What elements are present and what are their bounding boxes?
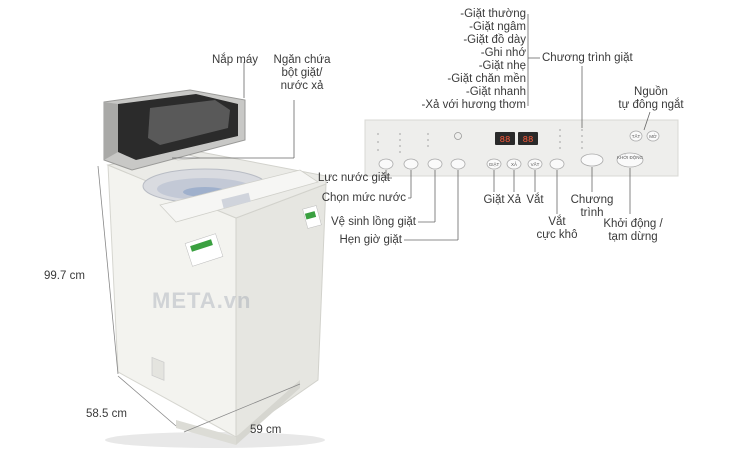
detergent-box-label: Ngăn chứa bột giặt/ nước xả xyxy=(272,54,332,93)
detergent-box-label-line2: bột giặt/ xyxy=(281,67,323,79)
start-pause-line2: tạm dừng xyxy=(608,231,658,243)
start-pause-line1: Khởi động / xyxy=(603,218,663,230)
program-item: -Giặt nhẹ xyxy=(478,60,526,72)
timer-button[interactable] xyxy=(450,158,466,170)
spin-dry-label: Vắt cực khô xyxy=(532,216,582,242)
wash-label: Giặt xyxy=(483,194,505,206)
watermark: META.vn xyxy=(152,288,252,313)
washing-machine xyxy=(105,149,327,448)
power-on-button[interactable] xyxy=(646,130,660,142)
tub-clean-label: Vệ sinh lồng giặt xyxy=(330,216,416,228)
water-force-label: Lực nước giặt xyxy=(317,172,390,184)
program-item: -Xả với hương thơm xyxy=(421,99,526,111)
water-level-label: Chọn mức nước xyxy=(321,192,406,204)
detergent-box-label-line3: nước xả xyxy=(280,80,324,92)
dimension-lines xyxy=(97,165,301,433)
start-pause-label: Khởi động / tạm dừng xyxy=(598,218,668,244)
auto-power-off-label: Nguồn tự đông ngắt xyxy=(606,86,696,112)
spin-button-text: VẮT xyxy=(531,160,540,167)
width-dimension: 59 cm xyxy=(250,424,282,436)
control-panel: 88 88 GIẶT XẢ VẮT KHỞI ĐỘNG TẮT MỞ xyxy=(364,119,679,177)
height-dimension: 99.7 cm xyxy=(44,270,85,282)
program-item: -Giặt đồ dày xyxy=(463,34,526,46)
spin-dry-line1: Vắt xyxy=(548,216,566,228)
depth-dimension: 58.5 cm xyxy=(86,408,127,420)
program-item: -Giặt nhanh xyxy=(465,86,526,98)
power-off-button[interactable] xyxy=(629,130,643,142)
auto-power-off-line2: tự đông ngắt xyxy=(618,99,684,111)
auto-power-off-line1: Nguồn xyxy=(634,86,668,98)
water-level-button[interactable] xyxy=(403,158,419,170)
program-button-line1: Chương xyxy=(570,194,614,206)
callout-lines-machine xyxy=(172,62,295,159)
spin-dry-button[interactable] xyxy=(549,158,565,170)
program-list: -Giặt thường -Giặt ngâm -Giặt đồ dày -Gh… xyxy=(380,8,526,112)
rinse-button-text: XẢ xyxy=(511,161,517,167)
timer-label: Hẹn giờ giặt xyxy=(339,234,402,246)
program-button[interactable] xyxy=(580,153,604,167)
program-item: -Giặt ngâm xyxy=(469,21,526,33)
start-button-text: KHỞI ĐỘNG xyxy=(617,154,644,160)
program-item: -Ghi nhớ xyxy=(480,47,526,59)
program-item: -Giặt thường xyxy=(460,8,526,20)
tub-clean-button[interactable] xyxy=(427,158,443,170)
wash-button-text: GIẶT xyxy=(489,161,500,167)
spin-label: Vắt xyxy=(526,194,544,206)
power-off-text: TẮT xyxy=(632,132,641,139)
program-item: -Giặt chăn mền xyxy=(447,73,526,85)
detergent-box-label-line1: Ngăn chứa xyxy=(273,54,331,66)
rinse-label: Xả xyxy=(506,194,522,206)
power-on-text: MỞ xyxy=(649,133,657,139)
water-force-button[interactable] xyxy=(378,158,394,170)
rinse-button[interactable] xyxy=(506,158,522,170)
display-right: 88 xyxy=(523,135,534,145)
program-button-line2: trình xyxy=(580,207,604,219)
display-left: 88 xyxy=(500,135,511,145)
callout-lines-panel xyxy=(385,14,651,241)
lid-label: Nắp máy xyxy=(212,54,259,66)
program-button-label: Chương trình xyxy=(566,194,618,220)
machine-lid xyxy=(103,89,246,171)
spin-dry-line2: cực khô xyxy=(536,229,578,241)
start-pause-button[interactable] xyxy=(616,152,644,168)
wash-button[interactable] xyxy=(486,158,502,170)
spin-button[interactable] xyxy=(527,158,543,170)
program-select-label: Chương trình giặt xyxy=(542,52,633,64)
